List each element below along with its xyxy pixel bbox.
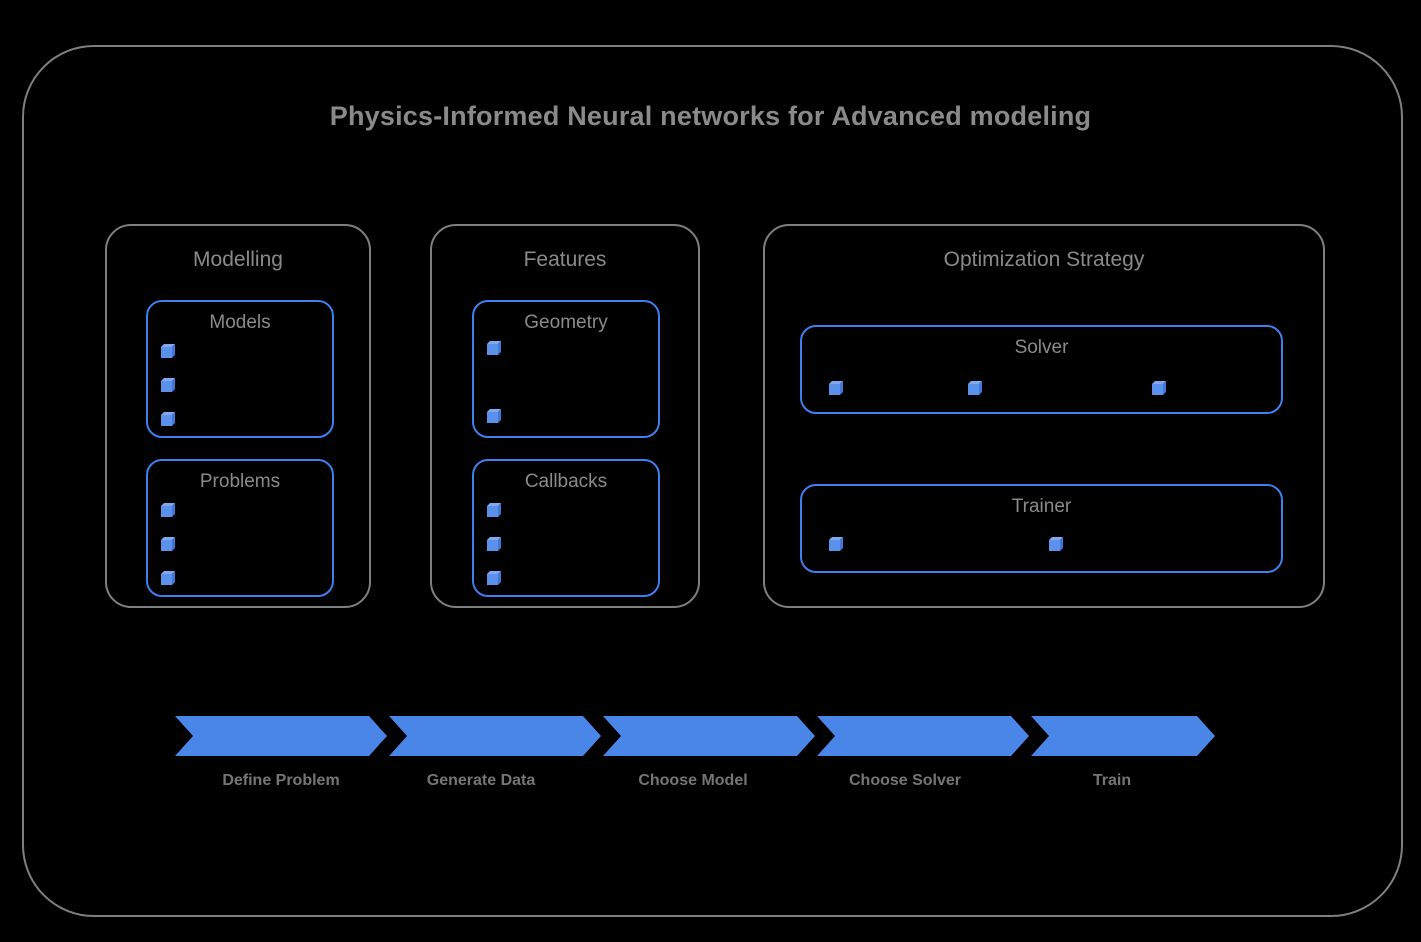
panel-solver[interactable]: Solver bbox=[800, 325, 1283, 414]
pipeline-label-3: Choose Model bbox=[638, 772, 748, 789]
outer-frame bbox=[22, 45, 1403, 917]
group-title-optimization-strategy: Optimization Strategy bbox=[943, 248, 1145, 271]
pipeline-label-1: Define Problem bbox=[222, 772, 340, 789]
panel-trainer[interactable]: Trainer bbox=[800, 484, 1283, 573]
bullet-cube-models-3 bbox=[161, 412, 176, 427]
panel-callbacks[interactable]: Callbacks bbox=[472, 459, 660, 597]
bullet-cube-problems-1 bbox=[161, 503, 176, 518]
process-pipeline bbox=[175, 716, 1215, 756]
pipeline-label-5: Train bbox=[1092, 772, 1132, 789]
panel-problems[interactable]: Problems bbox=[146, 459, 334, 597]
bullet-cube-problems-2 bbox=[161, 537, 176, 552]
bullet-cube-callbacks-3 bbox=[487, 571, 502, 586]
page-title: Physics-Informed Neural networks for Adv… bbox=[329, 101, 1092, 131]
panel-title-problems: Problems bbox=[199, 471, 281, 492]
bullet-cube-callbacks-1 bbox=[487, 503, 502, 518]
bullet-cube-geometry-2 bbox=[487, 409, 502, 424]
panel-title-models: Models bbox=[209, 312, 271, 333]
pipeline-arrow-2[interactable] bbox=[389, 716, 601, 756]
bullet-cube-models-2 bbox=[161, 378, 176, 393]
group-modelling: Modelling bbox=[105, 224, 371, 608]
bullet-cube-trainer-2 bbox=[1049, 537, 1064, 552]
panel-title-solver: Solver bbox=[1014, 337, 1069, 358]
bullet-cube-geometry-1 bbox=[487, 341, 502, 356]
pipeline-label-2: Generate Data bbox=[426, 772, 536, 789]
bullet-cube-solver-3 bbox=[1152, 381, 1167, 396]
panel-title-geometry: Geometry bbox=[524, 312, 608, 333]
bullet-cube-problems-3 bbox=[161, 571, 176, 586]
pipeline-arrow-1[interactable] bbox=[175, 716, 387, 756]
bullet-cube-models-1 bbox=[161, 344, 176, 359]
bullet-cube-solver-2 bbox=[968, 381, 983, 396]
bullet-cube-solver-1 bbox=[829, 381, 844, 396]
group-optimization-strategy: Optimization Strategy bbox=[763, 224, 1325, 608]
group-features: Features bbox=[430, 224, 700, 608]
pipeline-arrow-4[interactable] bbox=[817, 716, 1029, 756]
bullet-cube-trainer-1 bbox=[829, 537, 844, 552]
pipeline-arrow-5[interactable] bbox=[1031, 716, 1215, 756]
pipeline-label-4: Choose Solver bbox=[848, 772, 962, 789]
group-title-modelling: Modelling bbox=[193, 248, 283, 271]
bullet-cube-callbacks-2 bbox=[487, 537, 502, 552]
panel-geometry[interactable]: Geometry bbox=[472, 300, 660, 438]
pipeline-arrow-3[interactable] bbox=[603, 716, 815, 756]
panel-models[interactable]: Models bbox=[146, 300, 334, 438]
group-title-features: Features bbox=[523, 248, 607, 271]
panel-title-callbacks: Callbacks bbox=[524, 471, 608, 492]
panel-title-trainer: Trainer bbox=[1011, 496, 1072, 517]
